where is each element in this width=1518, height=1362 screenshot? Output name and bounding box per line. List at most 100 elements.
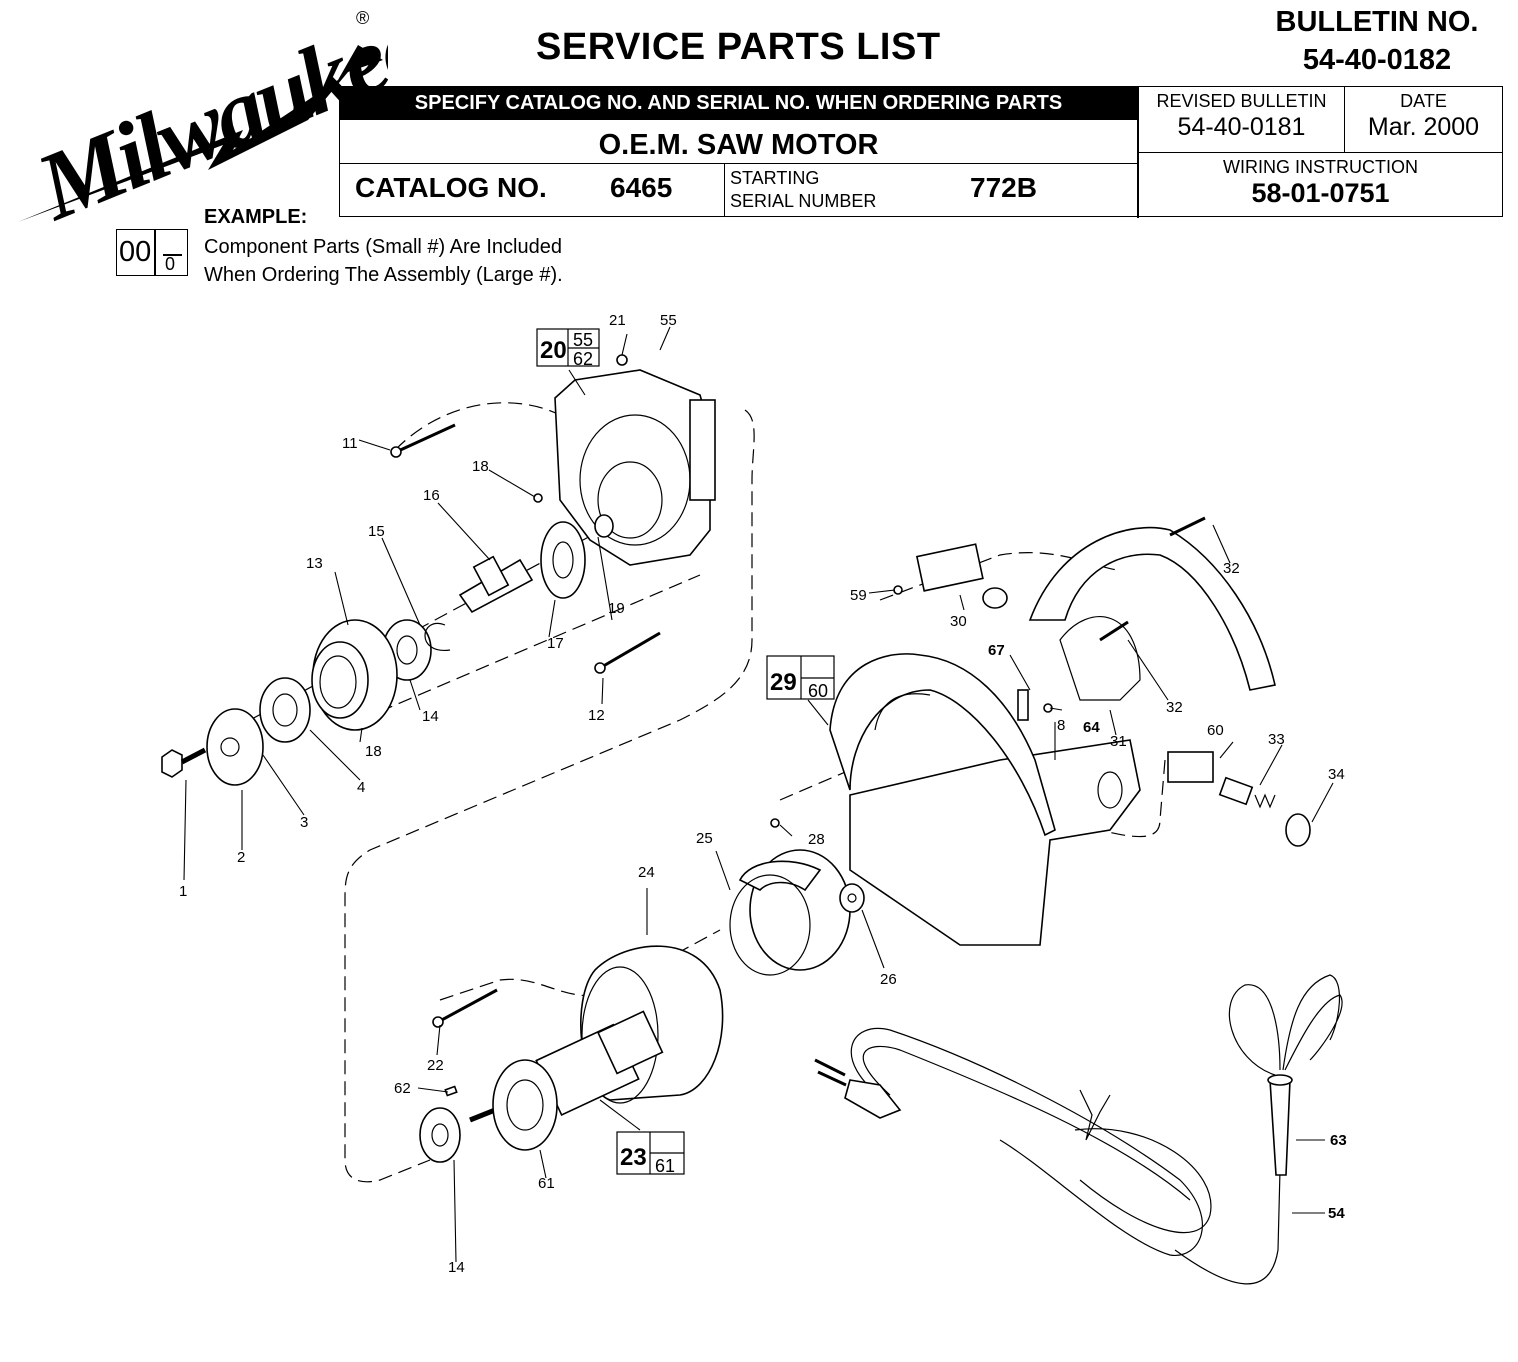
gear-case-part-20 <box>554 369 716 566</box>
bolt-part-1 <box>161 747 207 778</box>
logo-wordmark: Milwaukee <box>21 10 388 225</box>
header-table: SPECIFY CATALOG NO. AND SERIAL NO. WHEN … <box>339 86 1503 218</box>
callout-leaders <box>183 326 1334 1263</box>
callout-16: 16 <box>423 487 440 504</box>
assembly-number: 29 <box>770 669 797 696</box>
assembly-component: 55 <box>573 330 593 350</box>
serial-label-line1: STARTING <box>730 168 820 188</box>
example-assembly-box: 00 0 <box>116 229 188 276</box>
catalog-cell: CATALOG NO. 6465 <box>340 164 725 216</box>
callout-25: 25 <box>696 830 713 847</box>
bearing-part-26 <box>839 883 865 913</box>
armature-part-23 <box>469 1010 664 1123</box>
gear-part-17 <box>540 521 586 599</box>
assembly-outline-gearcase <box>344 402 755 1183</box>
clip-part-67 <box>1017 689 1029 721</box>
callout-1: 1 <box>179 883 187 900</box>
bulletin-label: BULLETIN NO. <box>1275 6 1479 38</box>
callout-18a: 18 <box>472 458 489 475</box>
washer-part-4 <box>259 677 311 743</box>
callout-4: 4 <box>357 779 365 796</box>
assembly-component: 61 <box>655 1156 675 1176</box>
assembly-box-29: 29 60 <box>766 655 835 701</box>
callout-54: 54 <box>1328 1205 1345 1222</box>
callout-8: 8 <box>1057 717 1065 734</box>
callout-21: 21 <box>609 312 626 329</box>
date-cell: DATE Mar. 2000 <box>1345 87 1502 153</box>
box-line <box>163 254 182 256</box>
example-component-number: 0 <box>165 254 176 274</box>
revised-bulletin-label: REVISED BULLETIN <box>1156 91 1327 111</box>
retaining-ring-part-15 <box>424 622 451 651</box>
assembly-component: 60 <box>808 681 828 701</box>
assembly-number: 20 <box>540 337 567 364</box>
assembly-box-20: 20 55 62 <box>536 328 600 369</box>
brush-holder-part-60 <box>1167 751 1214 783</box>
box-divider <box>154 230 156 275</box>
field-part-25 <box>729 849 851 976</box>
cord-set-part-54 <box>814 1027 1281 1285</box>
callout-11: 11 <box>342 435 358 452</box>
serial-number: 772B <box>970 172 1037 203</box>
callout-14b: 14 <box>448 1259 465 1276</box>
assembly-box-23: 23 61 <box>616 1131 685 1176</box>
callout-62: 62 <box>394 1080 411 1097</box>
callout-64: 64 <box>1083 719 1100 736</box>
fan-part-61 <box>492 1059 558 1151</box>
callout-19: 19 <box>608 600 625 617</box>
callout-61: 61 <box>538 1175 555 1192</box>
table-divider <box>1137 87 1139 218</box>
serial-label-line2: SERIAL NUMBER <box>730 191 877 211</box>
example-line-2: When Ordering The Assembly (Large #). <box>204 264 563 286</box>
serial-label: STARTING SERIAL NUMBER <box>730 167 876 213</box>
revised-bulletin-number: 54-40-0181 <box>1177 113 1306 141</box>
assembly-number: 23 <box>620 1144 647 1171</box>
example-assembly-number: 00 <box>119 236 152 268</box>
example-line-1: Component Parts (Small #) Are Included <box>204 236 562 258</box>
callout-26: 26 <box>880 971 897 988</box>
screw-part-12 <box>594 631 661 674</box>
svg-text:Milwaukee: Milwaukee <box>21 10 388 225</box>
milwaukee-logo: Milwaukee <box>18 10 388 225</box>
screw-part-22 <box>432 988 498 1028</box>
wiring-number: 58-01-0751 <box>1251 178 1390 208</box>
callout-59: 59 <box>850 587 867 604</box>
callout-12: 12 <box>588 707 605 724</box>
serial-cell: STARTING SERIAL NUMBER 772B <box>725 164 1137 216</box>
part-callouts: 1 2 3 4 8 11 12 13 14 14 15 16 17 18 18 … <box>179 312 1347 1276</box>
bearing-part-14b <box>419 1107 461 1163</box>
screw-part-11 <box>390 423 456 458</box>
catalog-number: 6465 <box>610 172 673 203</box>
callout-60: 60 <box>1207 722 1224 739</box>
motor-housing-part-8 <box>849 739 1141 946</box>
callout-33: 33 <box>1268 731 1285 748</box>
callout-24: 24 <box>638 864 655 881</box>
callout-22: 22 <box>427 1057 444 1074</box>
callout-13: 13 <box>306 555 323 572</box>
callout-55: 55 <box>660 312 677 329</box>
callout-18b: 18 <box>365 743 382 760</box>
pin-part-62 <box>444 1085 458 1097</box>
assembly-component: 62 <box>573 349 593 369</box>
callout-31: 31 <box>1110 733 1127 750</box>
revised-bulletin-cell: REVISED BULLETIN 54-40-0181 <box>1139 87 1345 153</box>
wiring-label: WIRING INSTRUCTION <box>1223 157 1418 177</box>
callout-2: 2 <box>237 849 245 866</box>
screw-part-59 <box>893 585 903 595</box>
handle-part-29 <box>829 653 1056 837</box>
wiring-instruction-cell: WIRING INSTRUCTION 58-01-0751 <box>1139 153 1502 216</box>
date-label: DATE <box>1400 91 1447 111</box>
exploded-parts-diagram: 20 55 62 29 60 23 61 1 2 3 4 8 11 12 13 … <box>161 312 1347 1285</box>
product-name: O.E.M. SAW MOTOR <box>340 120 1137 164</box>
flange-part-2 <box>206 708 264 786</box>
brush-part-33 <box>1218 776 1276 809</box>
brush-cap-part-34 <box>1285 813 1311 847</box>
registered-mark: ® <box>356 8 370 28</box>
ordering-instruction: SPECIFY CATALOG NO. AND SERIAL NO. WHEN … <box>340 87 1137 120</box>
callout-32b: 32 <box>1166 699 1183 716</box>
guard-part-31 <box>1028 526 1276 701</box>
date-value: Mar. 2000 <box>1367 113 1480 141</box>
bulletin-number: 54-40-0182 <box>1302 44 1452 76</box>
spindle-part-16 <box>458 555 534 614</box>
example-label: EXAMPLE: <box>204 206 308 228</box>
